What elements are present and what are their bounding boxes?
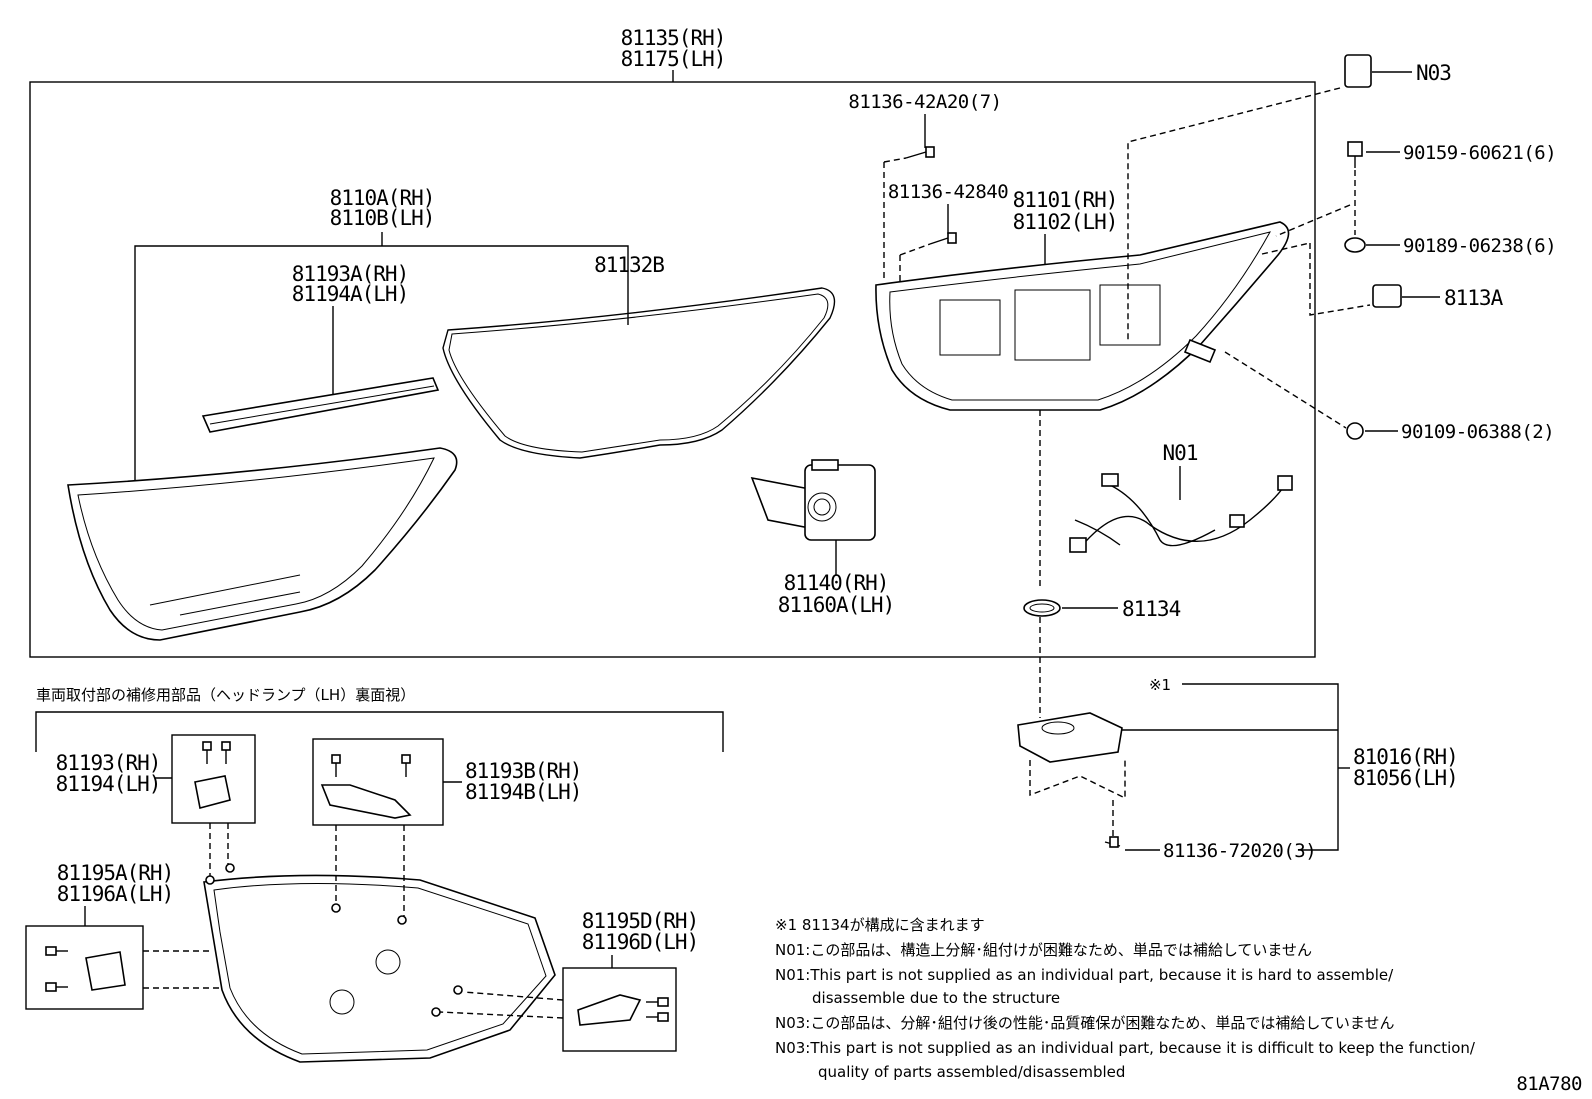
label-br3-rh[interactable]: 81195A(RH) <box>57 861 174 885</box>
label-br3-lh[interactable]: 81196A(LH) <box>57 882 174 906</box>
label-housing-rh[interactable]: 81101(RH) <box>1013 188 1119 212</box>
n03-part <box>1344 54 1372 88</box>
label-screw-a[interactable]: 81136-42A20(7) <box>848 91 1002 113</box>
label-lens-lh[interactable]: 8110B(LH) <box>330 206 436 230</box>
clip-part <box>1372 284 1402 308</box>
label-br2-lh[interactable]: 81194B(LH) <box>465 780 582 804</box>
note-line-1: ※1 81134が構成に含まれます <box>775 916 985 934</box>
label-n01[interactable]: N01 <box>1163 441 1199 465</box>
note-line-4: disassemble due to the structure <box>812 989 1060 1007</box>
label-br4-lh[interactable]: 81196D(LH) <box>582 930 699 954</box>
label-br2-rh[interactable]: 81193B(RH) <box>465 759 582 783</box>
section-title: 車両取付部の補修用部品（ヘッドランプ（LH）裏面視） <box>36 686 415 704</box>
bracket-1-box <box>171 734 256 824</box>
label-br1-rh[interactable]: 81193(RH) <box>56 751 162 775</box>
note-line-5: N03:この部品は、分解･組付け後の性能･品質確保が困難なため、単品では補給して… <box>775 1014 1394 1032</box>
control-module-part <box>1017 712 1123 763</box>
bracket-1-part <box>194 775 231 809</box>
label-screw-c[interactable]: 81136-72020(3) <box>1163 840 1317 862</box>
label-br4-rh[interactable]: 81195D(RH) <box>582 909 699 933</box>
bracket-4-box <box>562 967 677 1052</box>
screw-b-part <box>947 232 957 244</box>
label-proj-rh[interactable]: 81140(RH) <box>784 571 890 595</box>
nut-1-part <box>1344 237 1366 253</box>
bracket-3-box <box>25 925 144 1010</box>
label-proj-lh[interactable]: 81160A(LH) <box>778 593 895 617</box>
label-comp-rh[interactable]: 81016(RH) <box>1353 745 1459 769</box>
label-strip-rh[interactable]: 81193A(RH) <box>292 262 409 286</box>
note-line-2: N01:この部品は、構造上分解･組付けが困難なため、単品では補給していません <box>775 941 1312 959</box>
screw-c-part <box>1109 836 1119 848</box>
note-line-6: N03:This part is not supplied as an indi… <box>775 1039 1476 1057</box>
bracket-4-part <box>577 994 642 1026</box>
label-strip-lh[interactable]: 81194A(LH) <box>292 282 409 306</box>
diagram-id: 81A780 <box>1516 1073 1582 1095</box>
label-assy-lh[interactable]: 81175(LH) <box>621 47 727 71</box>
gasket-part <box>442 287 836 459</box>
label-br1-lh[interactable]: 81194(LH) <box>56 772 162 796</box>
bracket-2-part <box>320 784 412 819</box>
outer-lens-part <box>67 447 458 641</box>
label-assy-rh[interactable]: 81135(RH) <box>621 26 727 50</box>
label-n03[interactable]: N03 <box>1416 61 1452 85</box>
label-comp-lh[interactable]: 81056(LH) <box>1353 766 1459 790</box>
label-lens-rh[interactable]: 8110A(RH) <box>330 186 436 210</box>
screw-a-part <box>925 146 935 158</box>
label-ring[interactable]: 81134 <box>1122 597 1182 621</box>
label-note-mark: ※1 <box>1149 676 1171 694</box>
label-nut-1[interactable]: 90189-06238(6) <box>1403 235 1557 257</box>
label-bolt-1[interactable]: 90159-60621(6) <box>1403 142 1557 164</box>
label-housing-lh[interactable]: 81102(LH) <box>1013 210 1119 234</box>
housing-part <box>875 221 1290 411</box>
housing-back-view-part <box>203 874 556 1063</box>
label-screw-b[interactable]: 81136-42840 <box>888 181 1009 203</box>
label-gasket[interactable]: 81132B <box>594 253 665 277</box>
note-line-3: N01:This part is not supplied as an indi… <box>775 966 1394 984</box>
label-bolt-2[interactable]: 90109-06388(2) <box>1401 421 1555 443</box>
bolt-1-part <box>1347 141 1363 157</box>
note-line-7: quality of parts assembled/disassembled <box>818 1063 1125 1081</box>
bolt-2-part <box>1346 422 1364 440</box>
label-clip[interactable]: 8113A <box>1444 286 1505 310</box>
ring-part <box>1023 599 1061 617</box>
bracket-3-part <box>85 951 126 991</box>
